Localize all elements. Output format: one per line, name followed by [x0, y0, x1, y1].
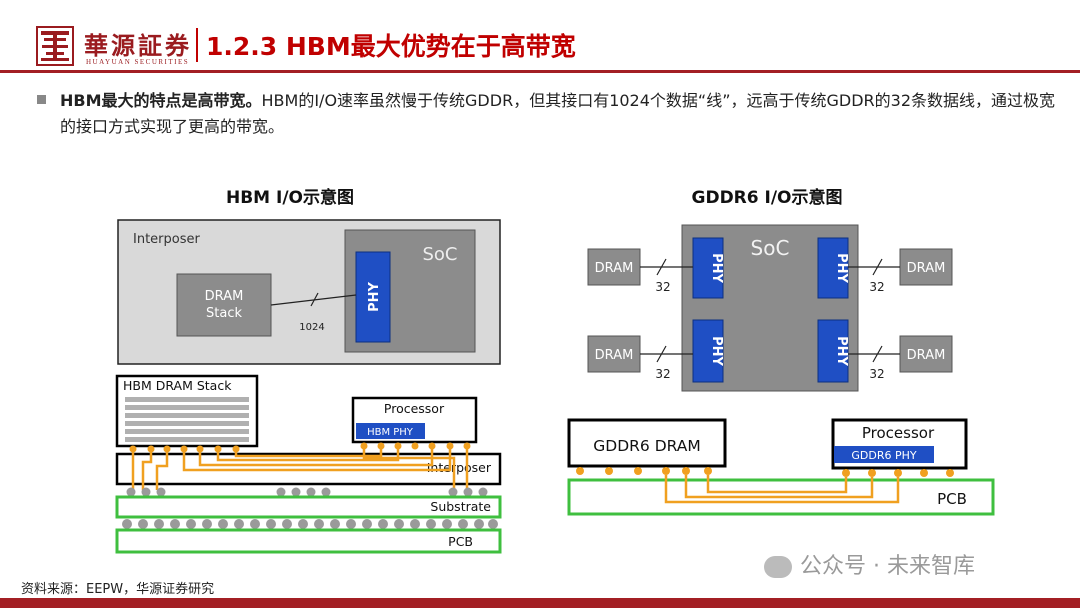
hbm-dram-label-line2: Stack	[206, 306, 242, 321]
footer-bar	[0, 598, 1080, 608]
gddr6-processor-label: Processor	[862, 424, 935, 442]
gddr6-dram-chip-label: GDDR6 DRAM	[593, 437, 701, 455]
gddr6-dram-label-tr: DRAM	[907, 261, 946, 276]
gddr6-phy-label-tl: PHY	[709, 253, 724, 283]
hbm-interposer-label: Interposer	[133, 232, 200, 247]
hbm-pcb-layer	[115, 528, 502, 554]
gddr6-phy-top-left	[692, 237, 724, 299]
gddr6-io-diagram: GDDR6 I/O示意图 SoC PHY PHY PHY PHY DRAM DR…	[567, 187, 995, 516]
gddr6-bus-width-bl: 32	[655, 367, 670, 381]
gddr6-phy-tag-label: GDDR6 PHY	[851, 449, 917, 462]
gddr6-diagram-title: GDDR6 I/O示意图	[692, 187, 843, 208]
title-divider	[196, 28, 198, 62]
hbm-soc-label: SoC	[422, 244, 457, 265]
hbm-pcb-label: PCB	[448, 534, 473, 549]
hbm-interposer-traces	[131, 449, 469, 490]
bullet-body: HBM的I/O速率虽然慢于传统GDDR，但其接口有1024个数据“线”，远高于传…	[60, 91, 1056, 136]
gddr6-dram-top-right	[899, 248, 953, 286]
gddr6-phy-label-tr: PHY	[834, 253, 849, 283]
huayuan-logo-icon	[36, 26, 74, 66]
hbm-substrate-layer	[115, 495, 502, 519]
gddr6-dram-label-tl: DRAM	[595, 261, 634, 276]
hbm-substrate-label: Substrate	[430, 499, 491, 514]
gddr6-dram-top-left	[587, 248, 641, 286]
gddr6-dram-bottom-right	[899, 335, 953, 373]
hbm-diagram-title: HBM I/O示意图	[226, 187, 354, 208]
hbm-bus-slash	[310, 292, 319, 307]
hbm-stack-dies	[125, 397, 249, 442]
hbm-bus-line	[270, 294, 357, 306]
gddr6-solder-pads	[576, 467, 954, 477]
hbm-phy-block	[355, 251, 391, 343]
gddr6-phy-bottom-left	[692, 319, 724, 383]
bullet-bold-lead: HBM最大的特点是高带宽。	[60, 91, 262, 110]
hbm-stack-title: HBM DRAM Stack	[123, 378, 232, 393]
gddr6-dram-label-br: DRAM	[907, 348, 946, 363]
gddr6-phy-bottom-right	[817, 319, 849, 383]
wechat-icon	[764, 556, 792, 578]
gddr6-pcb-label: PCB	[937, 490, 967, 508]
hbm-c4-bumps	[126, 487, 488, 497]
hbm-microbumps	[129, 442, 471, 453]
hbm-phy-tag-label: HBM PHY	[367, 427, 414, 438]
logo-text: 華源証券	[84, 31, 192, 60]
bullet-square-icon	[37, 95, 46, 104]
logo-subtext: HUAYUAN SECURITIES	[86, 58, 190, 66]
gddr6-phy-top-right	[817, 237, 849, 299]
gddr6-bus-width-tr: 32	[869, 280, 884, 294]
watermark: 公众号 · 未来智库	[764, 548, 975, 580]
bullet-paragraph: HBM最大的特点是高带宽。HBM的I/O速率虽然慢于传统GDDR，但其接口有10…	[60, 88, 1060, 140]
gddr6-phy-tag	[834, 446, 934, 463]
slide-title: 1.2.3 HBM最大优势在于高带宽	[206, 32, 576, 61]
gddr6-bus-lines	[640, 258, 900, 363]
hbm-interposer-layer-label: Interposer	[427, 460, 492, 475]
hbm-phy-label: PHY	[367, 282, 382, 312]
hbm-processor-label: Processor	[384, 401, 445, 416]
hbm-io-diagram: HBM I/O示意图 Interposer SoC PHY DRAM Stack…	[115, 187, 502, 554]
gddr6-dram-label-bl: DRAM	[595, 348, 634, 363]
hbm-dram-stack-box	[176, 273, 272, 337]
hbm-dram-label-line1: DRAM	[205, 289, 244, 304]
gddr6-bus-width-tl: 32	[655, 280, 670, 294]
gddr6-pcb-traces	[664, 475, 900, 504]
watermark-text: 公众号 · 未来智库	[800, 554, 975, 579]
hbm-bga-balls	[122, 519, 498, 529]
hbm-bus-width: 1024	[299, 322, 324, 333]
gddr6-phy-label-bl: PHY	[709, 336, 724, 366]
hbm-stack-chip	[115, 374, 259, 448]
header: 華源証券 HUAYUAN SECURITIES 1.2.3 HBM最大优势在于高…	[0, 0, 1080, 74]
hbm-phy-tag	[356, 423, 425, 439]
source-note: 资料来源：EEPW，华源证券研究	[21, 582, 215, 597]
header-rule	[0, 70, 1080, 73]
gddr6-phy-label-br: PHY	[834, 336, 849, 366]
gddr6-bus-width-br: 32	[869, 367, 884, 381]
gddr6-soc-label: SoC	[751, 236, 790, 260]
gddr6-dram-bottom-left	[587, 335, 641, 373]
gddr6-dram-chip	[567, 418, 727, 468]
